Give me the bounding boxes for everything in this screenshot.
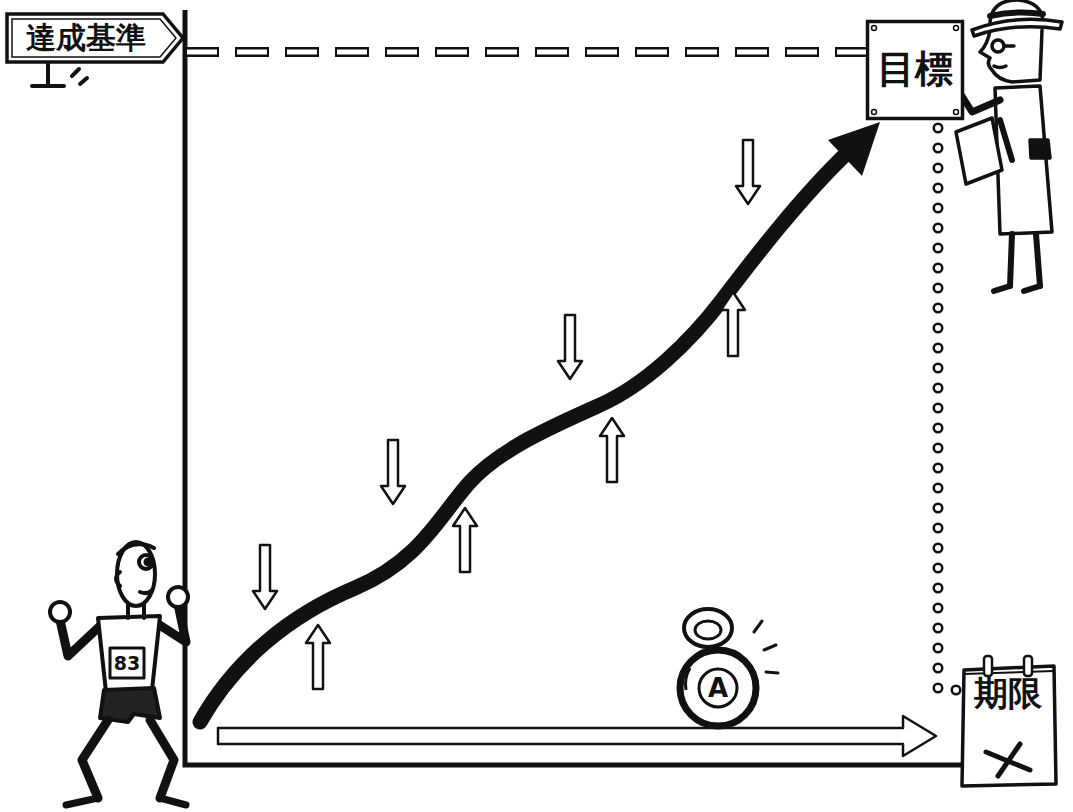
runner-shirt [98, 616, 160, 692]
signpost-outline [7, 14, 183, 62]
inspector-figure [956, 0, 1062, 291]
time-arrow [218, 716, 936, 756]
board-outline [868, 22, 963, 119]
inspector-glasses-bridge [1004, 44, 1014, 48]
inspector-hat-brim [972, 19, 1062, 36]
up-arrow [721, 292, 745, 356]
runner-left-fist [50, 602, 70, 622]
node-label: 達成基準 [26, 22, 146, 54]
inspector-arm [962, 96, 1000, 112]
runner-right-leg [150, 720, 174, 798]
inspector-mouth [994, 66, 1006, 68]
runner-figure [50, 542, 188, 805]
inspector-shoes [994, 286, 1040, 291]
board-nail [954, 110, 959, 115]
inspector-paper [956, 118, 1002, 184]
inspector-armband [1030, 140, 1050, 158]
stopwatch-ring-inner [695, 621, 721, 639]
stopwatch-shine [686, 668, 691, 690]
signpost-box: 達成基準 [5, 12, 185, 64]
runner-eye [139, 555, 153, 569]
stopwatch-dial [699, 669, 737, 707]
signpost-post [32, 64, 87, 86]
runner-left-foot [66, 798, 98, 805]
dashed-criterion-line [185, 52, 866, 53]
stopwatch-letter: A [700, 670, 736, 706]
inspector-face [980, 30, 1042, 82]
up-arrow [600, 418, 624, 482]
down-arrow [381, 440, 405, 504]
node-texts: 期限 [974, 676, 1042, 712]
connector-stroke [185, 47, 866, 57]
inspector-coat [995, 86, 1052, 234]
inspector-glasses [992, 40, 1004, 52]
connector-stroke [938, 128, 958, 690]
runner-hair [118, 544, 154, 554]
runner-right-arm [158, 604, 186, 642]
down-arrow [253, 545, 277, 609]
up-arrow [453, 508, 477, 572]
node-texts: 達成基準 [26, 22, 146, 54]
down-arrow [558, 315, 582, 379]
runner-right-foot [160, 798, 186, 805]
calendar-ring [984, 656, 992, 676]
node-texts: 目標 [877, 50, 953, 90]
board-nail [872, 110, 877, 115]
board-nail [872, 26, 877, 31]
progress-arrow-head [828, 122, 880, 176]
runner-pupil [146, 560, 151, 565]
progress-arrow [200, 152, 848, 722]
inspector-hat-band [990, 12, 1043, 16]
node-label: 目標 [877, 50, 953, 90]
signpost-inner-outline [12, 19, 176, 57]
up-arrow [306, 625, 330, 689]
calendar-cross-mark [986, 744, 1030, 776]
calendar-page [962, 666, 1056, 786]
inspector-other-arm [1000, 120, 1012, 160]
connector-inner [185, 50, 866, 55]
inspector-legs [1010, 234, 1040, 286]
dotted-deadline-line [938, 128, 958, 690]
stopwatch-tick-marks [754, 621, 778, 673]
calendar-header-line [964, 671, 1054, 674]
connector-inner [938, 128, 958, 690]
goal-board: 目標 [866, 20, 964, 120]
runner-mouth [140, 590, 152, 593]
down-arrow [736, 140, 760, 204]
runner-right-fist [168, 587, 188, 607]
runner-left-arm [60, 620, 100, 656]
axis-lines [185, 10, 962, 765]
bib-number: 83 [110, 648, 144, 678]
stopwatch-body [680, 650, 756, 726]
node-label: 期限 [974, 676, 1042, 712]
runner-ear [116, 572, 120, 586]
calendar-ring [1024, 656, 1032, 676]
board-nail [954, 26, 959, 31]
runner-head [117, 542, 155, 606]
runner-left-leg [82, 720, 108, 798]
calendar-box: 期限 [958, 656, 1058, 788]
stopwatch-ring [684, 609, 732, 647]
runner-bib [110, 648, 144, 678]
